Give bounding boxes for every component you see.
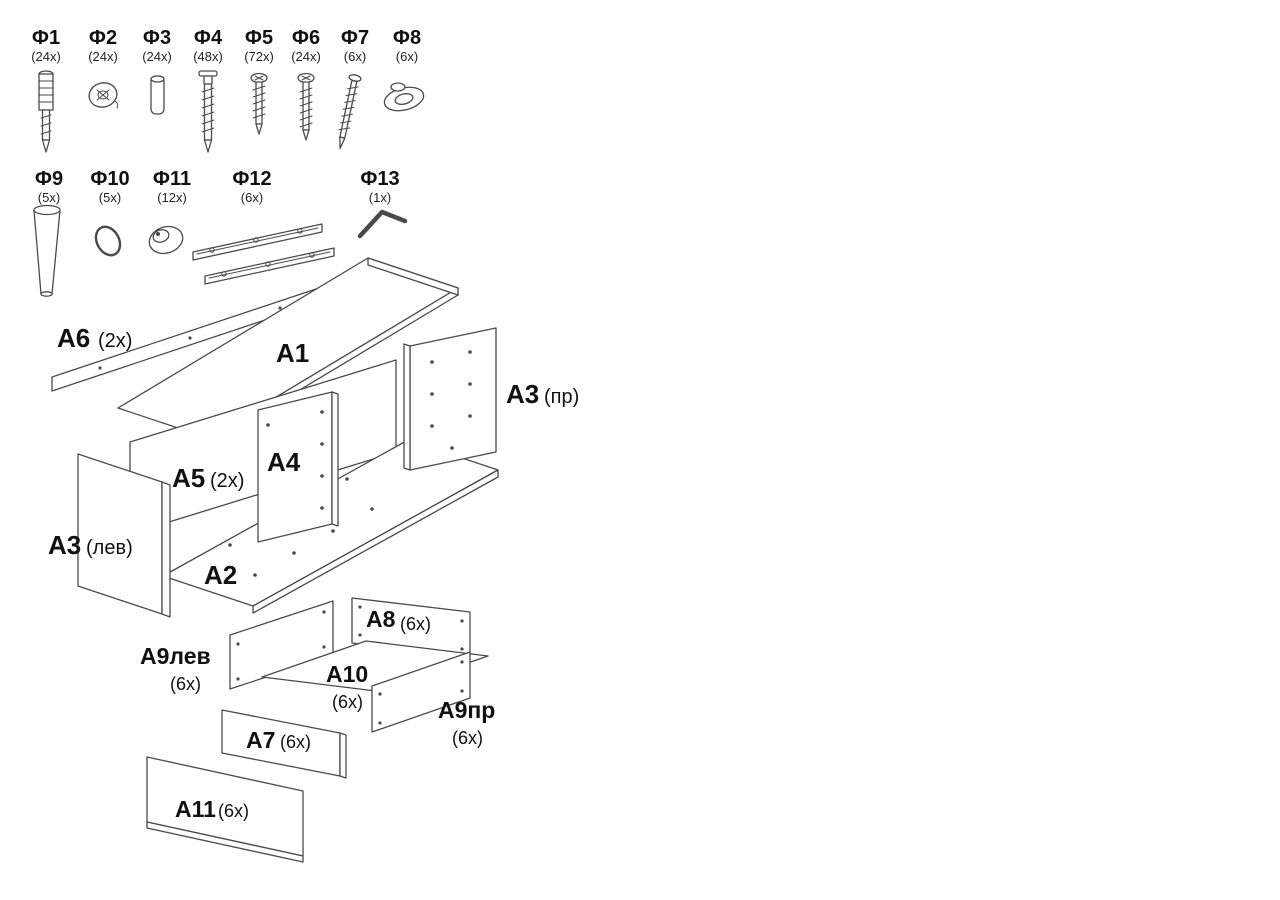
f10-qty: (5x) (99, 190, 121, 205)
f8-qty: (6x) (396, 49, 418, 64)
screw-long-icon (338, 74, 362, 150)
panel-a3-right-label: A3 (506, 379, 539, 409)
f7-label: Ф7 (341, 27, 369, 49)
f3-label: Ф3 (143, 27, 171, 49)
f10-label: Ф10 (90, 168, 129, 190)
panel-a8-qty: (6x) (400, 614, 431, 634)
panel-a9-left-label: A9лев (140, 643, 211, 669)
f4-label: Ф4 (194, 27, 223, 49)
panel-a7-label: A7 (246, 727, 275, 753)
panel-a6-qty: (2x) (98, 330, 132, 352)
cam-lock-icon (88, 82, 119, 109)
f5-label: Ф5 (245, 27, 273, 49)
panel-a8-label: A8 (366, 606, 396, 632)
f5-qty: (72x) (244, 49, 274, 64)
panel-a9-left-qty: (6x) (170, 674, 201, 694)
panel-a9-right-qty: (6x) (452, 728, 483, 748)
panel-a9-right (371, 651, 471, 733)
panel-a10-label: A10 (326, 661, 368, 687)
panel-a11 (146, 756, 304, 863)
panel-a4-label: A4 (267, 447, 301, 477)
f13-label: Ф13 (360, 168, 399, 190)
f11-qty: (12x) (157, 190, 187, 205)
f11-label: Ф11 (153, 168, 191, 190)
panel-a5-label: A5 (172, 463, 205, 493)
panel-a3-right-qty: (пр) (544, 386, 579, 408)
f6-label: Ф6 (292, 27, 320, 49)
panel-a3-left-label: A3 (48, 530, 81, 560)
screw-medium-icon (297, 72, 315, 141)
panel-a9-right-label: A9пр (438, 697, 495, 723)
panel-a4 (257, 391, 339, 543)
f2-qty: (24x) (88, 49, 118, 64)
oval-washer-icon (94, 225, 122, 257)
f1-qty: (24x) (31, 49, 61, 64)
hex-key-icon (357, 209, 408, 239)
panel-a11-label: A11 (175, 796, 216, 822)
panel-a3-left-qty: (лев) (86, 537, 133, 559)
euro-dowel-icon (38, 70, 54, 153)
furniture-leg-icon (33, 204, 61, 297)
panel-a7 (221, 709, 347, 779)
f12-label: Ф12 (232, 168, 271, 190)
panel-a3-right (403, 327, 497, 471)
wood-dowel-icon (150, 75, 165, 115)
foot-pad-icon (383, 82, 425, 112)
panel-a10-qty: (6x) (332, 692, 363, 712)
panel-a2-label: A2 (204, 560, 237, 590)
f7-qty: (6x) (344, 49, 366, 64)
panel-a7-qty: (6x) (280, 732, 311, 752)
confirmat-screw-icon (198, 70, 218, 153)
f4-qty: (48x) (193, 49, 223, 64)
panel-a5-qty: (2x) (210, 470, 244, 492)
panel-a3-left (77, 453, 171, 618)
screw-small-icon (250, 72, 268, 135)
knob-icon (148, 225, 184, 255)
panel-a1-label: A1 (276, 338, 309, 368)
f2-label: Ф2 (89, 27, 117, 49)
f6-qty: (24x) (291, 49, 321, 64)
f12-qty: (6x) (241, 190, 263, 205)
panel-a10 (261, 640, 489, 693)
f9-label: Ф9 (35, 168, 63, 190)
f9-qty: (5x) (38, 190, 60, 205)
panel-a11-qty: (6x) (218, 801, 249, 821)
f8-label: Ф8 (393, 27, 421, 49)
f3-qty: (24x) (142, 49, 172, 64)
drawer-slide-icon (192, 223, 335, 285)
panel-a6-label: A6 (57, 323, 90, 353)
f13-qty: (1x) (369, 190, 391, 205)
f1-label: Ф1 (32, 27, 60, 49)
